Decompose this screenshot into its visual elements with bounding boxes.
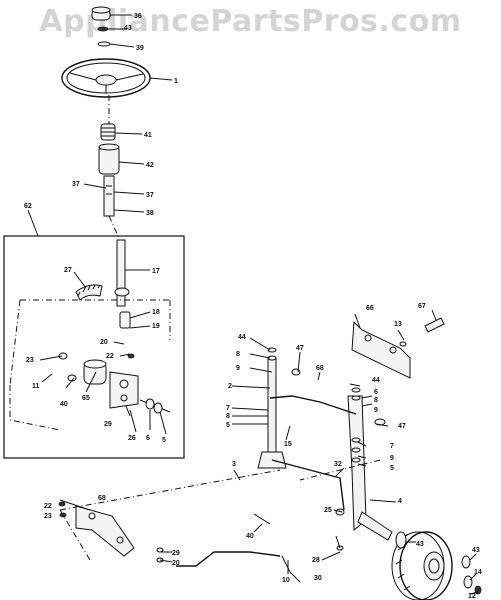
callout-13: 13 xyxy=(394,321,402,328)
callout-9c: 9 xyxy=(390,455,394,462)
callout-5b: 5 xyxy=(226,422,230,429)
callout-32: 32 xyxy=(334,461,342,468)
callout-68: 68 xyxy=(316,365,324,372)
callout-3: 3 xyxy=(232,461,236,468)
callout-8c: 8 xyxy=(374,397,378,404)
leader-lines xyxy=(27,14,479,595)
callout-66: 66 xyxy=(366,305,374,312)
callout-36: 36 xyxy=(134,13,142,20)
callout-39: 39 xyxy=(136,45,144,52)
pivot-bolt-hardware[interactable] xyxy=(58,352,171,414)
drag-link[interactable] xyxy=(269,395,357,415)
callout-26: 26 xyxy=(128,435,136,442)
axle-bracket[interactable] xyxy=(351,320,411,379)
callout-12: 12 xyxy=(468,593,476,600)
steering-support-bracket[interactable] xyxy=(75,505,135,557)
steering-nut[interactable] xyxy=(97,26,109,32)
callout-6: 6 xyxy=(146,435,150,442)
callout-1: 1 xyxy=(174,78,178,85)
callout-8b: 8 xyxy=(226,413,230,420)
steering-adapter[interactable] xyxy=(100,123,116,141)
steering-wheel[interactable] xyxy=(61,58,151,98)
callout-14: 14 xyxy=(474,569,482,576)
callout-7b: 7 xyxy=(390,443,394,450)
callout-9: 9 xyxy=(236,365,240,372)
drag-link-rod[interactable] xyxy=(176,513,281,567)
callout-27: 27 xyxy=(64,267,72,274)
callout-42: 42 xyxy=(146,162,154,169)
callout-9b: 9 xyxy=(374,407,378,414)
front-wheel[interactable] xyxy=(391,531,453,600)
callout-19: 19 xyxy=(152,323,160,330)
steering-bushing[interactable] xyxy=(98,143,120,175)
steering-shaft-upper[interactable] xyxy=(103,175,115,217)
callout-7: 7 xyxy=(226,405,230,412)
callout-43b: 43 xyxy=(416,541,424,548)
callout-43c: 43 xyxy=(472,547,480,554)
callout-40b: 40 xyxy=(246,533,254,540)
callout-47b: 47 xyxy=(398,423,406,430)
steering-washer[interactable] xyxy=(97,41,111,47)
callout-6b: 6 xyxy=(374,389,378,396)
callout-37b: 37 xyxy=(146,192,154,199)
pinion-gear[interactable] xyxy=(119,311,135,359)
clevis-pin[interactable] xyxy=(281,545,344,583)
callout-18: 18 xyxy=(152,309,160,316)
callout-17: 17 xyxy=(152,268,160,275)
callout-8: 8 xyxy=(236,351,240,358)
callout-38: 38 xyxy=(146,210,154,217)
callout-22: 22 xyxy=(106,353,114,360)
callout-22b: 22 xyxy=(44,503,52,510)
callout-11: 11 xyxy=(32,383,40,390)
callout-20: 20 xyxy=(100,339,108,346)
left-spindle[interactable] xyxy=(257,357,287,469)
right-spindle[interactable] xyxy=(347,395,393,541)
callout-65: 65 xyxy=(82,395,90,402)
callout-37: 37 xyxy=(72,181,80,188)
callout-29: 29 xyxy=(104,421,112,428)
callout-labels: 36 43 39 1 41 42 37 37 38 62 27 17 18 19… xyxy=(24,13,482,600)
callout-40: 40 xyxy=(60,401,68,408)
callout-23: 23 xyxy=(26,357,34,364)
callout-62: 62 xyxy=(24,203,32,210)
callout-5: 5 xyxy=(162,437,166,444)
callout-4: 4 xyxy=(398,498,402,505)
callout-44b: 44 xyxy=(372,377,380,384)
callout-5c: 5 xyxy=(390,465,394,472)
steering-shaft-lower[interactable] xyxy=(114,239,130,307)
steering-cap[interactable] xyxy=(91,6,111,21)
callout-25: 25 xyxy=(324,507,332,514)
flange-bushing[interactable] xyxy=(83,359,107,385)
steering-gear-inset-box xyxy=(3,235,185,459)
callout-10: 10 xyxy=(282,577,290,584)
callout-30: 30 xyxy=(314,575,322,582)
callout-2: 2 xyxy=(228,383,232,390)
sector-gear[interactable] xyxy=(75,284,103,301)
callout-68b: 68 xyxy=(98,495,106,502)
callout-23b: 23 xyxy=(44,513,52,520)
callout-41: 41 xyxy=(144,132,152,139)
callout-28: 28 xyxy=(312,557,320,564)
callout-47: 47 xyxy=(296,345,304,352)
axle-pivot-bolt[interactable] xyxy=(399,317,445,347)
callout-43: 43 xyxy=(124,25,132,32)
callout-20b: 20 xyxy=(172,560,180,567)
callout-29b: 29 xyxy=(172,550,180,557)
steering-bracket-inset[interactable] xyxy=(109,371,139,409)
callout-15: 15 xyxy=(284,441,292,448)
callout-67: 67 xyxy=(418,303,426,310)
callout-44: 44 xyxy=(238,334,246,341)
tie-rod[interactable] xyxy=(271,459,345,511)
spindle-hardware-right[interactable] xyxy=(335,387,386,516)
